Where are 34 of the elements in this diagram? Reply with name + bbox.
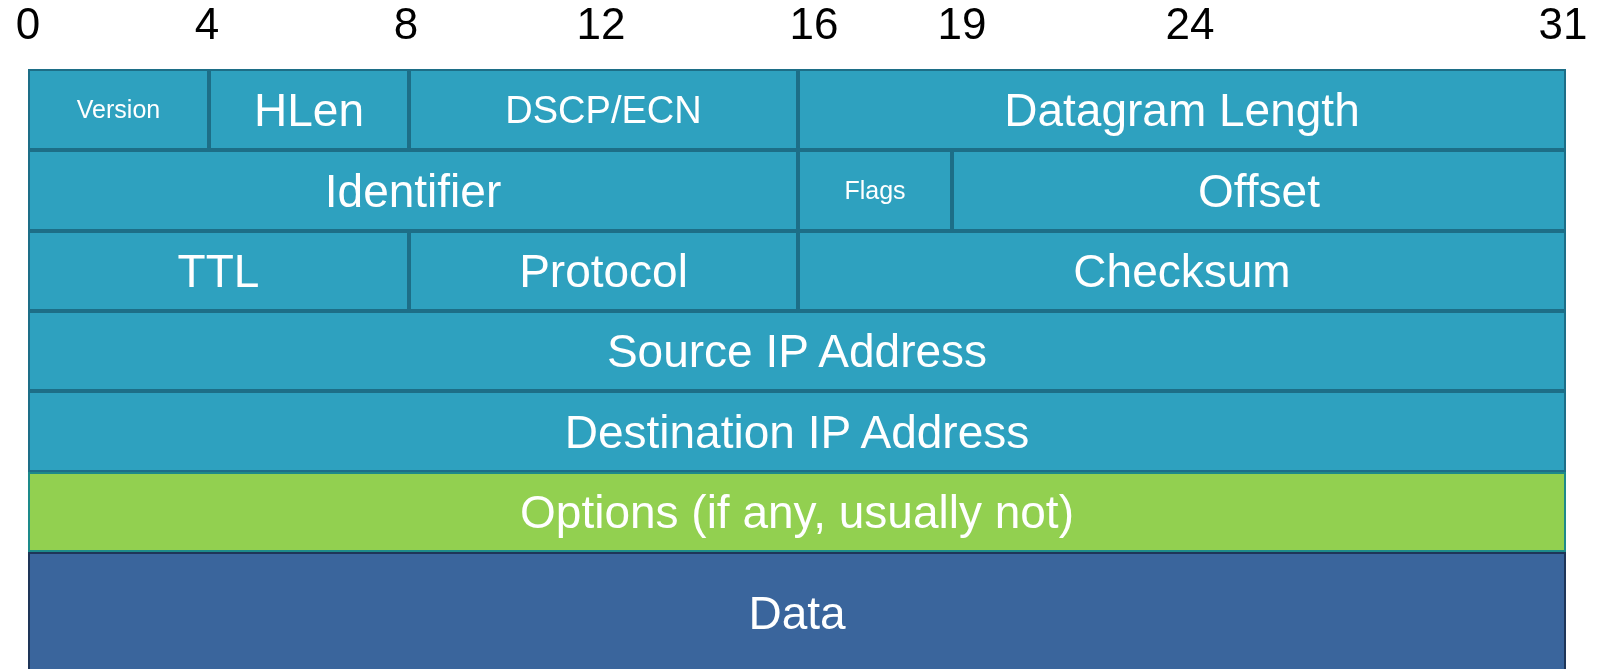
header-field: [28, 69, 209, 150]
field-label: Offset: [1198, 167, 1320, 214]
header-field: [798, 231, 1566, 311]
header-field: [28, 391, 1566, 472]
field-label: Identifier: [324, 167, 502, 214]
header-field: [409, 69, 798, 150]
bit-number: 31: [1538, 2, 1588, 46]
header-field: [209, 69, 409, 150]
field-label: Version: [76, 97, 161, 122]
field-label: Destination IP Address: [564, 408, 1030, 455]
header-field: [409, 231, 798, 311]
header-field: [798, 150, 952, 231]
bit-number: 0: [15, 2, 41, 46]
bit-number: 4: [194, 2, 220, 46]
field-label: Source IP Address: [606, 328, 988, 374]
header-field: [28, 552, 1566, 669]
header-field: [28, 150, 798, 231]
field-label: TTL: [177, 248, 260, 294]
bit-number: 19: [937, 2, 987, 46]
header-field: [28, 472, 1566, 552]
field-label: Checksum: [1073, 248, 1291, 294]
header-field: [28, 311, 1566, 391]
bit-number: 12: [576, 2, 626, 46]
field-label: HLen: [254, 86, 364, 133]
field-label: DSCP/ECN: [505, 90, 702, 129]
bit-number: 24: [1165, 2, 1215, 46]
bit-number: 16: [789, 2, 839, 46]
bit-number: 8: [393, 2, 419, 46]
header-field: [28, 231, 409, 311]
header-field: [952, 150, 1566, 231]
field-label: Data: [748, 589, 846, 636]
field-label: Flags: [844, 178, 906, 203]
field-label: Protocol: [519, 248, 688, 294]
header-field: [798, 69, 1566, 150]
